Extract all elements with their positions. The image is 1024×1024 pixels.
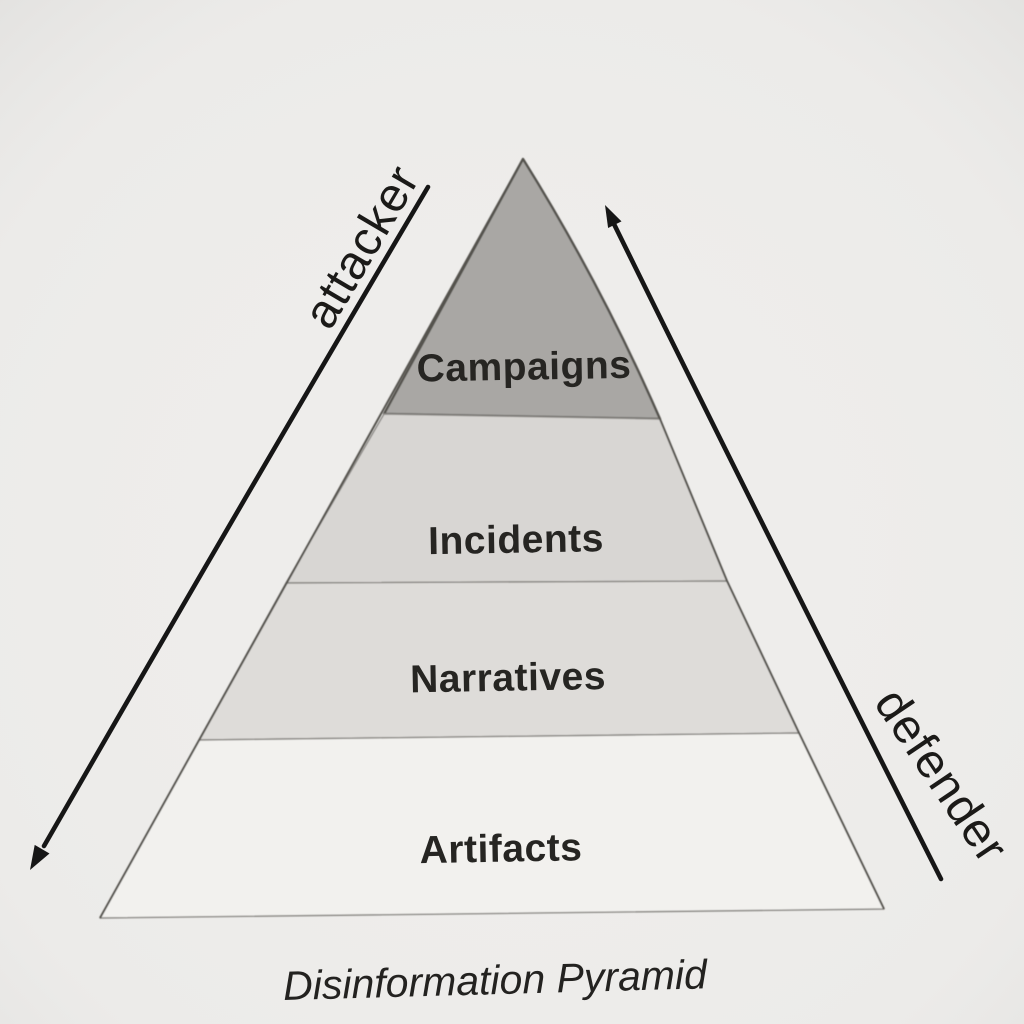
tier-narratives-label: Narratives: [410, 655, 607, 701]
tier-campaigns-label: Campaigns: [416, 344, 631, 391]
tier-artifacts-shape: [99, 732, 885, 919]
tier-incidents-label: Incidents: [428, 517, 604, 563]
pyramid-outline: [99, 158, 885, 919]
attacker-arrowhead-icon: [30, 844, 50, 870]
tier-artifacts-label: Artifacts: [419, 826, 582, 872]
defender-arrowhead-icon: [605, 205, 622, 228]
defender-arrow: [605, 205, 944, 882]
attacker-arrow: [30, 184, 431, 870]
